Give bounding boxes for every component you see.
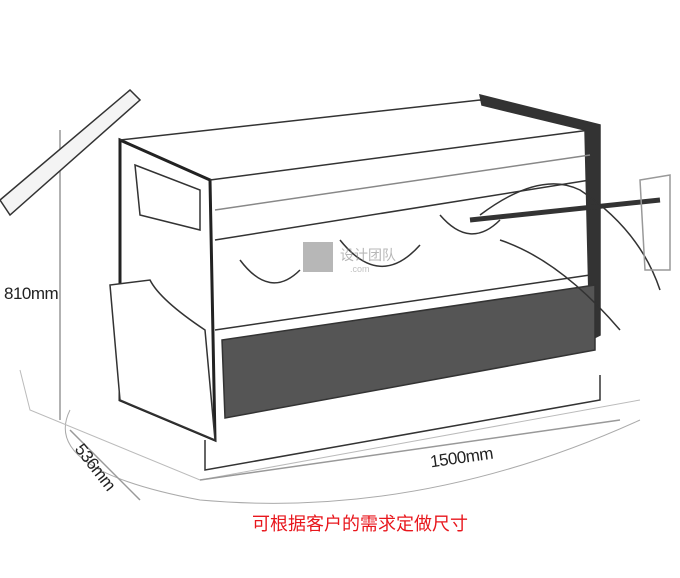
svg-text:设计团队: 设计团队 bbox=[340, 247, 396, 263]
svg-text:.com: .com bbox=[350, 264, 370, 274]
customization-note: 可根据客户的需求定做尺寸 bbox=[252, 514, 468, 534]
height-dimension-label: 810mm bbox=[4, 284, 59, 303]
